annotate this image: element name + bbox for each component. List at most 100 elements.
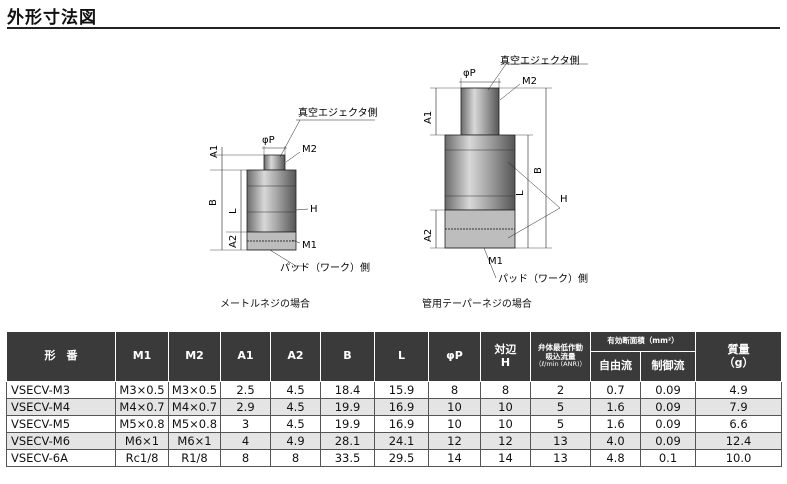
- cell-a2: 4.9: [270, 432, 321, 450]
- cell-a1: 2.9: [220, 398, 271, 416]
- header-phip: φP: [428, 331, 481, 382]
- table-row: VSECV-M5 M5×0.8 M5×0.8 3 4.5 19.9 16.9 1…: [6, 415, 783, 433]
- left-a2-label: A2: [228, 235, 239, 248]
- header-a1: A1: [220, 331, 271, 382]
- header-area-group: 有効断面積（mm²）: [589, 331, 697, 352]
- cell-mass: 7.9: [695, 398, 783, 416]
- cell-p: 14: [428, 449, 481, 467]
- cell-m1: M4×0.7: [115, 398, 169, 416]
- header-h-top: 対辺: [494, 342, 517, 356]
- title-rule: [7, 27, 780, 29]
- cell-m2: R1/8: [168, 449, 221, 467]
- cell-mass: 10.0: [695, 449, 783, 467]
- left-vacuum-label: 真空エジェクタ側: [298, 106, 378, 119]
- cell-h: 14: [480, 449, 531, 467]
- left-m1-label: M1: [302, 240, 317, 251]
- cell-a1: 8: [220, 449, 271, 467]
- cell-l: 24.1: [374, 432, 429, 450]
- cell-flow: 13: [530, 432, 591, 450]
- header-flow-mid: 吸込流量: [545, 351, 576, 361]
- cell-h: 10: [480, 398, 531, 416]
- table-row: VSECV-M3 M3×0.5 M3×0.5 2.5 4.5 18.4 15.9…: [6, 381, 783, 399]
- spec-table: 形 番 M1 M2 A1 A2 B L φP 対辺 H 弁体最低作動 吸込流量 …: [6, 331, 783, 467]
- cell-ctrl: 0.09: [639, 398, 697, 416]
- right-l-label: L: [515, 190, 526, 196]
- left-l-label: L: [228, 208, 239, 214]
- right-vacuum-label: 真空エジェクタ側: [500, 54, 580, 67]
- header-m2: M2: [168, 331, 221, 382]
- cell-b: 19.9: [320, 398, 375, 416]
- cell-b: 18.4: [320, 381, 375, 399]
- right-fitting-drawing: 真空エジェクタ側 φP M2 A1 B L H A2 M1 パッド（ワーク）側: [423, 54, 588, 285]
- cell-b: 33.5: [320, 449, 375, 467]
- cell-free: 4.0: [590, 432, 641, 450]
- left-fitting-drawing: 真空エジェクタ側 φP M2 A1 B L H A2 M1 パッド（ワーク）側: [208, 106, 378, 274]
- cell-free: 1.6: [590, 398, 641, 416]
- cell-m1: M3×0.5: [115, 381, 169, 399]
- cell-m2: M5×0.8: [168, 415, 221, 433]
- table-row: VSECV-6A Rc1/8 R1/8 8 8 33.5 29.5 14 14 …: [6, 449, 783, 467]
- left-b-label: B: [208, 199, 219, 206]
- right-m1-label: M1: [488, 256, 503, 267]
- cell-b: 19.9: [320, 415, 375, 433]
- cell-model: VSECV-6A: [6, 449, 116, 467]
- cell-p: 8: [428, 381, 481, 399]
- header-l: L: [374, 331, 429, 382]
- cell-m1: M5×0.8: [115, 415, 169, 433]
- right-a2-label: A2: [423, 229, 434, 242]
- header-model: 形 番: [6, 331, 116, 382]
- right-drawing-caption: 管用テーパーネジの場合: [422, 299, 532, 310]
- cell-model: VSECV-M5: [6, 415, 116, 433]
- cell-a2: 8: [270, 449, 321, 467]
- cell-a2: 4.5: [270, 398, 321, 416]
- cell-a1: 3: [220, 415, 271, 433]
- cell-l: 29.5: [374, 449, 429, 467]
- right-top-thread: [460, 87, 500, 136]
- cell-mass: 4.9: [695, 381, 783, 399]
- cell-m1: M6×1: [115, 432, 169, 450]
- header-mass: 質量 （g）: [695, 331, 783, 382]
- left-top-thread: [263, 154, 286, 171]
- header-a2: A2: [270, 331, 321, 382]
- cell-ctrl: 0.1: [639, 449, 697, 467]
- header-mass-top: 質量: [727, 342, 750, 356]
- header-h: 対辺 H: [480, 331, 531, 382]
- cell-m2: M4×0.7: [168, 398, 221, 416]
- cell-flow: 2: [530, 381, 591, 399]
- left-a1-label: A1: [209, 145, 220, 158]
- cell-l: 16.9: [374, 415, 429, 433]
- cell-ctrl: 0.09: [639, 432, 697, 450]
- cell-p: 10: [428, 398, 481, 416]
- cell-flow: 5: [530, 398, 591, 416]
- left-h-label: H: [310, 204, 318, 215]
- right-b-label: B: [533, 167, 544, 174]
- left-phip-label: φP: [262, 135, 275, 146]
- header-b: B: [320, 331, 375, 382]
- header-flow: 弁体最低作動 吸込流量 （ℓ/min (ANR)）: [530, 331, 591, 382]
- table-row: VSECV-M4 M4×0.7 M4×0.7 2.9 4.5 19.9 16.9…: [6, 398, 783, 416]
- dimension-drawings: 真空エジェクタ側 φP M2 A1 B L H A2 M1 パッド（ワーク）側: [208, 54, 588, 285]
- cell-p: 10: [428, 415, 481, 433]
- right-m2-label: M2: [522, 76, 537, 87]
- cell-a2: 4.5: [270, 415, 321, 433]
- cell-h: 8: [480, 381, 531, 399]
- cell-model: VSECV-M3: [6, 381, 116, 399]
- cell-flow: 5: [530, 415, 591, 433]
- cell-ctrl: 0.09: [639, 415, 697, 433]
- header-m1: M1: [115, 331, 169, 382]
- left-m2-label: M2: [302, 144, 317, 155]
- right-a1-label: A1: [423, 111, 434, 124]
- cell-a2: 4.5: [270, 381, 321, 399]
- right-phip-label: φP: [463, 68, 476, 79]
- cell-l: 15.9: [374, 381, 429, 399]
- cell-mass: 6.6: [695, 415, 783, 433]
- header-mass-unit: （g）: [723, 355, 754, 369]
- cell-model: VSECV-M6: [6, 432, 116, 450]
- cell-l: 16.9: [374, 398, 429, 416]
- left-pad-label: パッド（ワーク）側: [280, 261, 370, 274]
- right-h-label: H: [560, 194, 568, 205]
- cell-free: 0.7: [590, 381, 641, 399]
- cell-h: 10: [480, 415, 531, 433]
- cell-m1: Rc1/8: [115, 449, 169, 467]
- cell-mass: 12.4: [695, 432, 783, 450]
